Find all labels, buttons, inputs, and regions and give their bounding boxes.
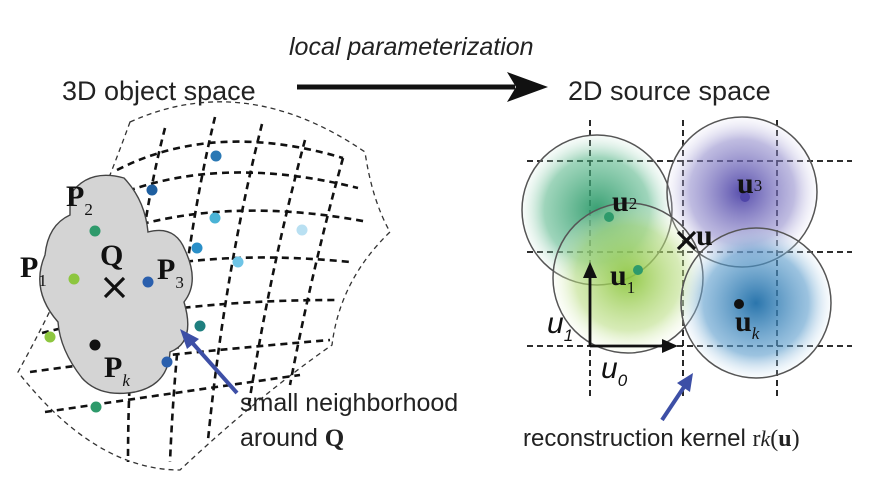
surface-point xyxy=(44,331,56,343)
surface-point xyxy=(90,401,102,413)
arrow-label-local-parameterization: local parameterization xyxy=(289,33,534,61)
query-cross xyxy=(103,276,126,299)
label-uk: uk xyxy=(735,305,760,343)
label-u: u xyxy=(696,219,713,252)
label-q: Q xyxy=(100,239,123,272)
center-uk-dot xyxy=(734,299,744,309)
surface-point xyxy=(194,320,206,332)
axis-label-u1: u1 xyxy=(547,307,573,345)
surface-point xyxy=(232,256,244,268)
label-p2: P2 xyxy=(66,180,93,219)
sample-points xyxy=(44,150,308,413)
local-axes xyxy=(583,262,678,353)
neighborhood-callout-arrow xyxy=(180,329,239,395)
label-u3: u3 xyxy=(737,167,762,200)
sample-cross xyxy=(676,230,697,251)
parameterization-arrow xyxy=(297,72,548,102)
surface-point xyxy=(146,184,158,196)
title-3d-object-space: 3D object space xyxy=(62,76,256,106)
surface-point xyxy=(161,356,173,368)
point-p1-dot xyxy=(68,273,80,285)
label-pk: Pk xyxy=(104,351,130,390)
kernel-uk xyxy=(680,227,832,379)
surface-patch xyxy=(17,101,391,471)
center-u3-dot xyxy=(740,192,750,202)
point-p3-dot xyxy=(142,276,154,288)
surface-point xyxy=(209,212,221,224)
point-pk-dot xyxy=(89,339,101,351)
label-p3: P3 xyxy=(157,253,184,292)
axis-label-u0: u0 xyxy=(601,352,628,390)
surface-point xyxy=(296,224,308,236)
label-u1: u1 xyxy=(610,259,635,297)
kernel-callout-arrow xyxy=(660,373,693,422)
title-2d-source-space: 2D source space xyxy=(568,76,771,106)
label-p1: P1 xyxy=(20,251,47,290)
callout-line2: around Q xyxy=(240,424,344,452)
center-u1-dot xyxy=(633,265,643,275)
point-p2-dot xyxy=(89,225,101,237)
center-u2-dot xyxy=(604,212,614,222)
surface-point xyxy=(210,150,222,162)
surface-point xyxy=(191,242,203,254)
label-u2: u2 xyxy=(612,185,637,218)
kernel-caption: reconstruction kernel rk(u) xyxy=(523,425,800,452)
callout-line1: small neighborhood xyxy=(240,389,458,417)
